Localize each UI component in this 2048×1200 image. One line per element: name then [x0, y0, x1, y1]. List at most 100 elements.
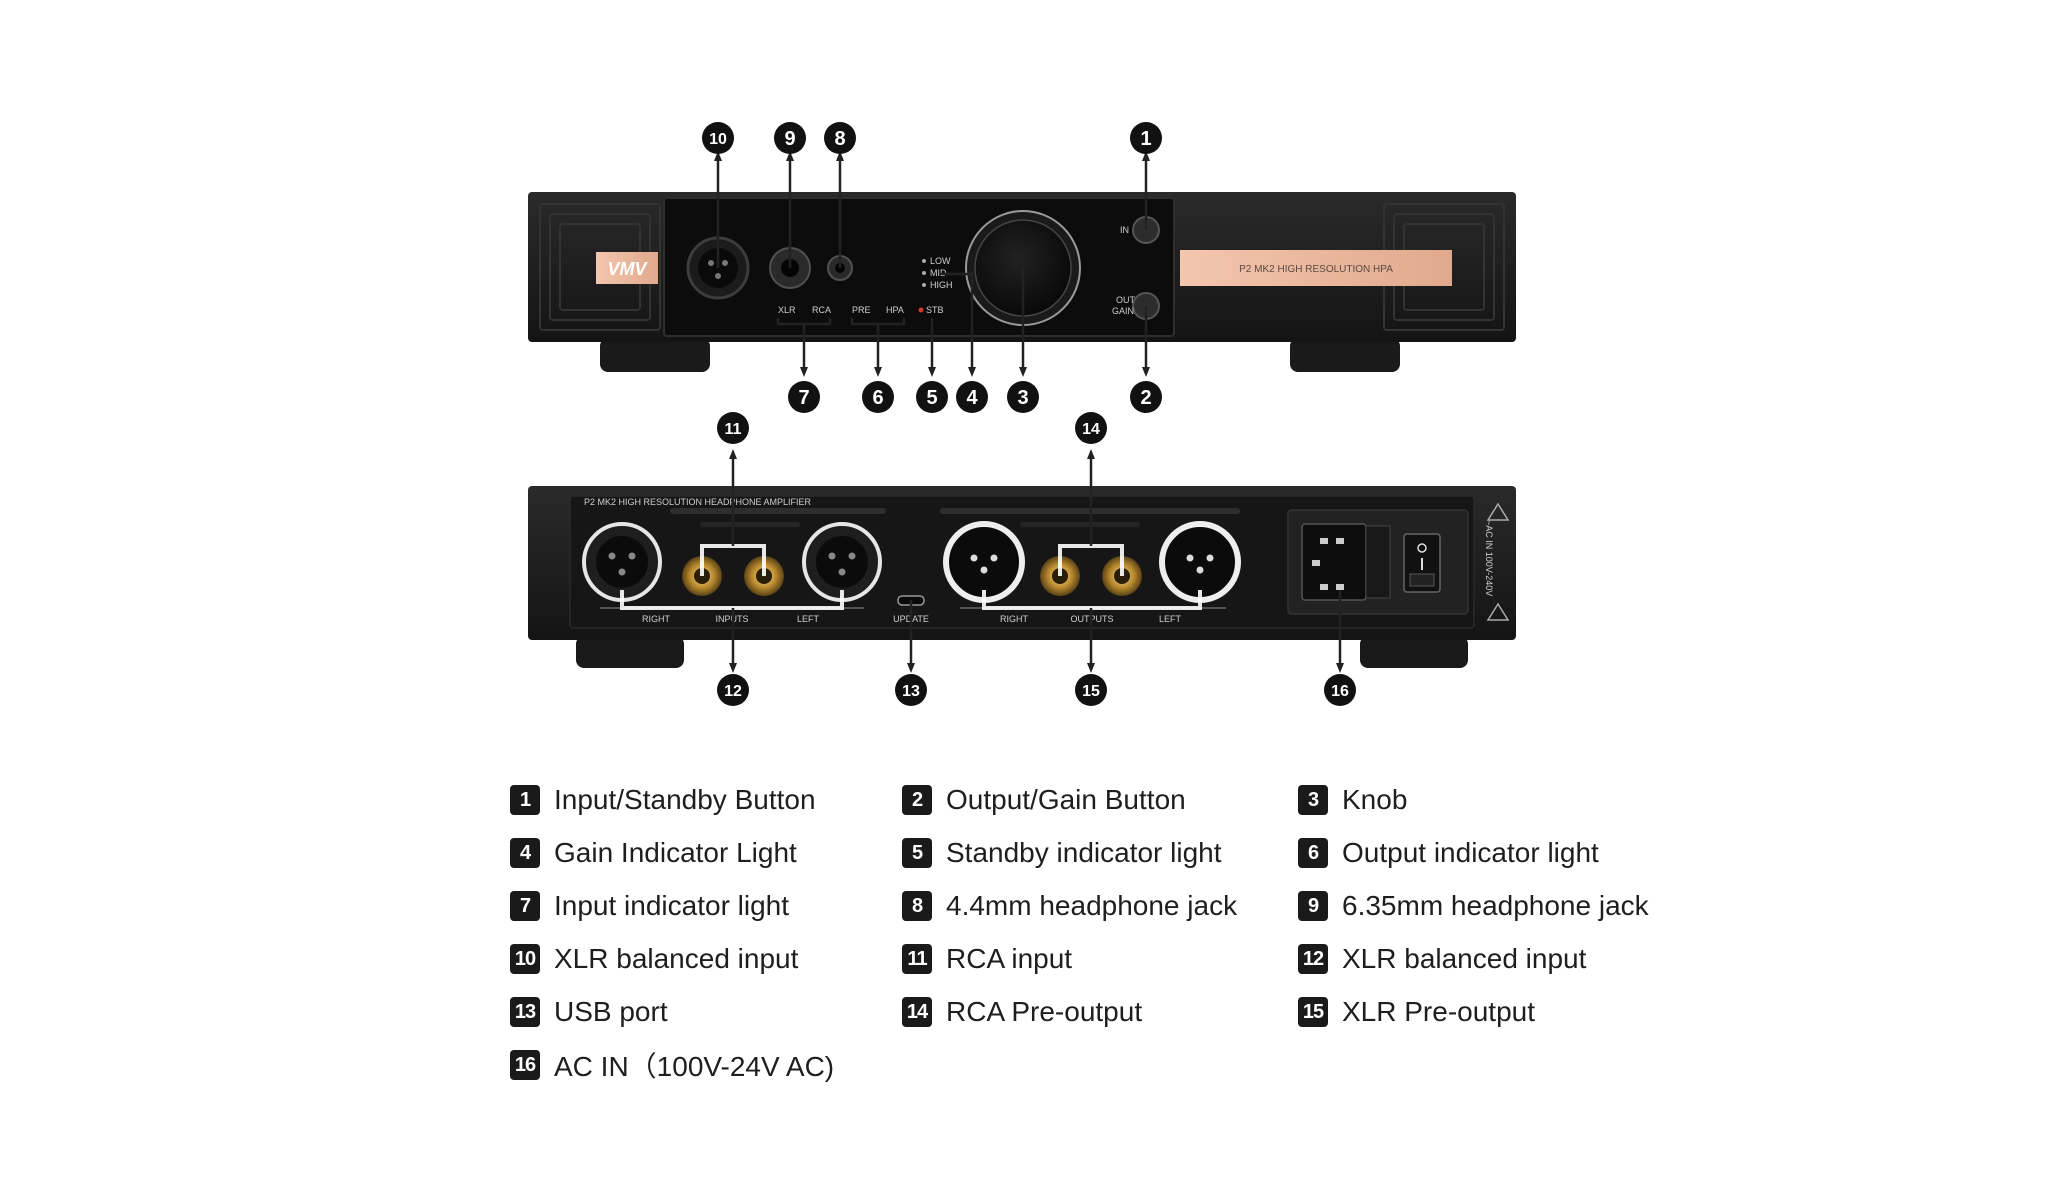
legend-number: 3 — [1298, 785, 1328, 815]
front-panel: VMV P2 MK2 HIGH RESOLUTION HPA XLR RCA P… — [528, 192, 1516, 372]
legend-item-14: 14 RCA Pre-output — [902, 992, 1142, 1032]
legend-label: XLR Pre-output — [1342, 996, 1535, 1027]
legend-number: 5 — [902, 838, 932, 868]
svg-text:4: 4 — [966, 387, 978, 409]
legend-item-3: 3 Knob — [1298, 780, 1407, 820]
svg-text:9: 9 — [784, 128, 795, 150]
svg-text:8: 8 — [834, 128, 845, 150]
svg-text:1: 1 — [1140, 128, 1151, 150]
legend-number: 8 — [902, 891, 932, 921]
in-button-label: IN — [1120, 225, 1129, 235]
legend-item-4: 4 Gain Indicator Light — [510, 833, 797, 873]
legend-item-5: 5 Standby indicator light — [902, 833, 1222, 873]
iec-socket — [1301, 523, 1367, 601]
rear-header: P2 MK2 HIGH RESOLUTION HEADPHONE AMPLIFI… — [584, 497, 812, 507]
svg-text:6: 6 — [872, 387, 883, 409]
legend-label: 4.4mm headphone jack — [946, 890, 1238, 921]
callout-8: 8 — [824, 122, 856, 154]
legend-item-13: 13 USB port — [510, 992, 668, 1032]
warning-icon — [1486, 502, 1510, 521]
legend-label: XLR balanced input — [554, 943, 799, 974]
legend-label: Output/Gain Button — [946, 784, 1186, 815]
legend-label: Gain Indicator Light — [554, 837, 797, 868]
front-foot-right — [1290, 338, 1400, 372]
legend-number: 6 — [1298, 838, 1328, 868]
legend-label: AC IN（100V-24V AC) — [554, 1051, 835, 1082]
legend-label: Knob — [1342, 784, 1408, 815]
rear-foot-right — [1360, 636, 1468, 668]
callout-3: 3 — [1007, 381, 1039, 413]
callout-7: 7 — [788, 381, 820, 413]
legend-label: RCA Pre-output — [946, 996, 1143, 1027]
callout-2: 2 — [1130, 381, 1162, 413]
legend-number: 4 — [510, 838, 540, 868]
gain-button-label: GAIN — [1112, 306, 1134, 316]
svg-text:16: 16 — [1331, 683, 1349, 700]
input-rca-label: RCA — [812, 305, 831, 315]
outputs-right-label: RIGHT — [1000, 614, 1029, 624]
legend-item-9: 9 6.35mm headphone jack — [1298, 886, 1649, 926]
callout-1: 1 — [1130, 122, 1162, 154]
svg-text:5: 5 — [926, 387, 937, 409]
rear-foot-left — [576, 636, 684, 668]
legend-number: 14 — [902, 997, 932, 1027]
legend-label: USB port — [554, 996, 668, 1027]
gain-mid-label: MID — [930, 268, 947, 278]
svg-text:2: 2 — [1140, 387, 1151, 409]
legend-label: 6.35mm headphone jack — [1342, 890, 1649, 921]
legend-number: 13 — [510, 997, 540, 1027]
svg-text:7: 7 — [798, 387, 809, 409]
callout-5: 5 — [916, 381, 948, 413]
front-foot-left — [600, 338, 710, 372]
svg-text:3: 3 — [1017, 387, 1028, 409]
svg-text:11: 11 — [725, 421, 742, 438]
inputs-right-label: RIGHT — [642, 614, 671, 624]
outputs-left-label: LEFT — [1159, 614, 1182, 624]
callout-badges: 1 2 3 4 5 6 7 8 9 10 11 12 13 14 15 16 — [702, 122, 1356, 706]
brand-logo-plate — [596, 252, 658, 284]
legend-number: 2 — [902, 785, 932, 815]
gain-high-label: HIGH — [930, 280, 953, 290]
callout-14: 14 — [1075, 412, 1107, 444]
svg-text:15: 15 — [1082, 683, 1100, 700]
legend-number: 9 — [1298, 891, 1328, 921]
front-nameplate-text: P2 MK2 HIGH RESOLUTION HPA — [1239, 264, 1393, 275]
legend-item-12: 12 XLR balanced input — [1298, 939, 1586, 979]
callout-15: 15 — [1075, 674, 1107, 706]
legend-item-2: 2 Output/Gain Button — [902, 780, 1186, 820]
standby-label: STB — [926, 305, 944, 315]
legend-number: 12 — [1298, 944, 1328, 974]
callout-11: 11 — [717, 412, 749, 444]
svg-text:10: 10 — [709, 131, 727, 148]
legend-label: Output indicator light — [1342, 837, 1599, 868]
standby-indicator — [918, 307, 924, 313]
callout-13: 13 — [895, 674, 927, 706]
legend-label: XLR balanced input — [1342, 943, 1587, 974]
rear-panel: P2 MK2 HIGH RESOLUTION HEADPHONE AMPLIFI… — [528, 486, 1516, 668]
legend-label: Input/Standby Button — [554, 784, 816, 815]
output-pre-label: PRE — [852, 305, 871, 315]
legend-number: 16 — [510, 1050, 540, 1080]
xlr-input-right — [582, 522, 662, 602]
legend-label: Input indicator light — [554, 890, 790, 921]
svg-text:12: 12 — [724, 683, 742, 700]
legend-number: 10 — [510, 944, 540, 974]
callout-6: 6 — [862, 381, 894, 413]
callout-4: 4 — [956, 381, 988, 413]
callout-10: 10 — [702, 122, 734, 154]
legend-item-8: 8 4.4mm headphone jack — [902, 886, 1237, 926]
callout-12: 12 — [717, 674, 749, 706]
inputs-left-label: LEFT — [797, 614, 820, 624]
out-button-label: OUT — [1116, 295, 1136, 305]
ac-rating-label: ~AC IN 100V-240V — [1484, 520, 1494, 596]
legend-item-16: 16 AC IN（100V-24V AC) — [510, 1045, 834, 1085]
xlr-input-left — [802, 522, 882, 602]
output-hpa-label: HPA — [886, 305, 904, 315]
legend-label: Standby indicator light — [946, 837, 1222, 868]
rear-callout-arrows — [729, 449, 1344, 673]
